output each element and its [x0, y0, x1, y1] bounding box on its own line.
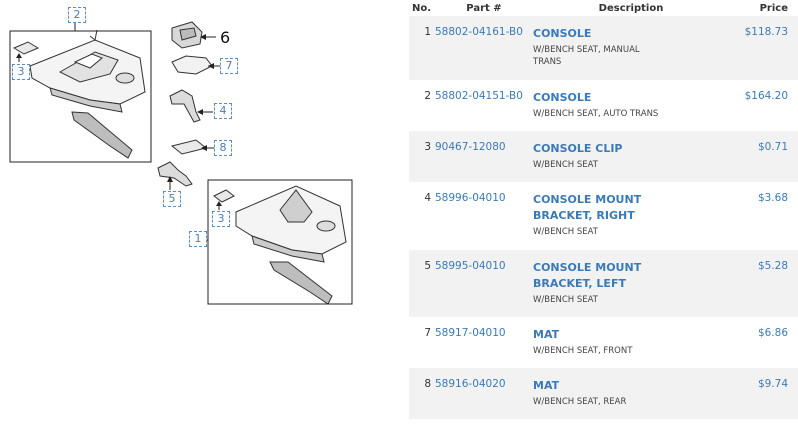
row-no: 8 — [424, 378, 431, 390]
assembly-box-lower — [207, 179, 353, 305]
row-description: MAT W/BENCH SEAT, REAR — [533, 368, 729, 419]
part-number-link[interactable]: 90467-12080 — [435, 141, 506, 153]
row-description: CONSOLE CLIP W/BENCH SEAT — [533, 131, 729, 182]
row-no: 5 — [424, 260, 431, 272]
part-title-link[interactable]: CONSOLE MOUNT BRACKET, LEFT — [533, 261, 642, 290]
table-row: 7 58917-04010 MAT W/BENCH SEAT, FRONT $6… — [409, 317, 798, 368]
row-price: $3.68 — [757, 192, 788, 204]
row-no: 2 — [424, 90, 431, 102]
console-lower-drawing — [235, 185, 347, 305]
part-4-drawing — [169, 89, 201, 123]
row-price: $164.20 — [744, 90, 788, 102]
callout-2[interactable]: 2 — [68, 7, 86, 23]
callout-4[interactable]: 4 — [214, 103, 232, 119]
row-price: $6.86 — [757, 327, 788, 339]
part-8-drawing — [170, 139, 208, 155]
part-title-link[interactable]: MAT — [533, 379, 560, 392]
part-number-link[interactable]: 58916-04020 — [435, 378, 506, 390]
table-row: 5 58995-04010 CONSOLE MOUNT BRACKET, LEF… — [409, 250, 798, 317]
callout-1[interactable]: 1 — [189, 231, 207, 247]
row-description: CONSOLE W/BENCH SEAT, MANUAL TRANS — [533, 16, 729, 80]
table-row: 8 58916-04020 MAT W/BENCH SEAT, REAR $9.… — [409, 368, 798, 419]
table-row: 2 58802-04151-B0 CONSOLE W/BENCH SEAT, A… — [409, 80, 798, 131]
part-title-link[interactable]: MAT — [533, 328, 560, 341]
callout-6[interactable]: 6 — [220, 28, 231, 47]
header-description: Description — [598, 2, 664, 14]
part-note: W/BENCH SEAT — [533, 227, 598, 237]
row-description: CONSOLE MOUNT BRACKET, LEFT W/BENCH SEAT — [533, 250, 729, 317]
part-7-drawing — [171, 55, 213, 75]
row-description: CONSOLE MOUNT BRACKET, RIGHT W/BENCH SEA… — [533, 182, 729, 250]
part-number-link[interactable]: 58996-04010 — [435, 192, 506, 204]
row-no: 1 — [424, 26, 431, 38]
part-note: W/BENCH SEAT — [533, 295, 598, 305]
console-upper-drawing — [29, 29, 146, 159]
row-no: 7 — [424, 327, 431, 339]
row-no: 4 — [424, 192, 431, 204]
row-price: $9.74 — [757, 378, 788, 390]
part-note: W/BENCH SEAT, FRONT — [533, 346, 633, 356]
part-number-link[interactable]: 58917-04010 — [435, 327, 506, 339]
part-title-link[interactable]: CONSOLE MOUNT BRACKET, RIGHT — [533, 193, 642, 222]
callout-3-upper[interactable]: 3 — [12, 64, 30, 80]
part-note: W/BENCH SEAT, REAR — [533, 397, 627, 407]
row-price: $5.28 — [757, 260, 788, 272]
header-part: Part # — [466, 2, 502, 14]
row-price: $118.73 — [744, 26, 788, 38]
part-number-link[interactable]: 58802-04161-B0 — [435, 26, 523, 38]
parts-table: No. Part # Description Price 1 58802-041… — [409, 0, 798, 425]
callout-8[interactable]: 8 — [214, 140, 232, 156]
diagram-drawing — [9, 21, 353, 305]
clip-drawing-lower — [213, 189, 235, 203]
table-row: 3 90467-12080 CONSOLE CLIP W/BENCH SEAT … — [409, 131, 798, 182]
part-6-drawing — [171, 21, 203, 49]
header-price: Price — [759, 2, 788, 14]
callout-7[interactable]: 7 — [220, 58, 238, 74]
row-no: 3 — [424, 141, 431, 153]
part-title-link[interactable]: CONSOLE — [533, 27, 592, 40]
row-price: $0.71 — [757, 141, 788, 153]
assembly-box-upper — [9, 30, 152, 163]
part-number-link[interactable]: 58802-04151-B0 — [435, 90, 523, 102]
parts-diagram: 2 3 6 7 4 8 5 3 1 — [9, 7, 353, 305]
part-5-drawing — [157, 161, 193, 187]
part-number-link[interactable]: 58995-04010 — [435, 260, 506, 272]
table-header: No. Part # Description Price — [409, 0, 798, 16]
part-title-link[interactable]: CONSOLE CLIP — [533, 142, 623, 155]
callout-3-lower[interactable]: 3 — [212, 211, 230, 227]
table-row: 1 58802-04161-B0 CONSOLE W/BENCH SEAT, M… — [409, 16, 798, 80]
part-note: W/BENCH SEAT, MANUAL TRANS — [533, 45, 640, 67]
header-no: No. — [411, 2, 431, 14]
clip-drawing-upper — [12, 41, 40, 55]
part-note: W/BENCH SEAT, AUTO TRANS — [533, 109, 659, 119]
row-description: CONSOLE W/BENCH SEAT, AUTO TRANS — [533, 80, 729, 131]
table-row: 4 58996-04010 CONSOLE MOUNT BRACKET, RIG… — [409, 182, 798, 250]
part-title-link[interactable]: CONSOLE — [533, 91, 592, 104]
row-description: MAT W/BENCH SEAT, FRONT — [533, 317, 729, 368]
part-note: W/BENCH SEAT — [533, 160, 598, 170]
callout-5[interactable]: 5 — [163, 191, 181, 207]
